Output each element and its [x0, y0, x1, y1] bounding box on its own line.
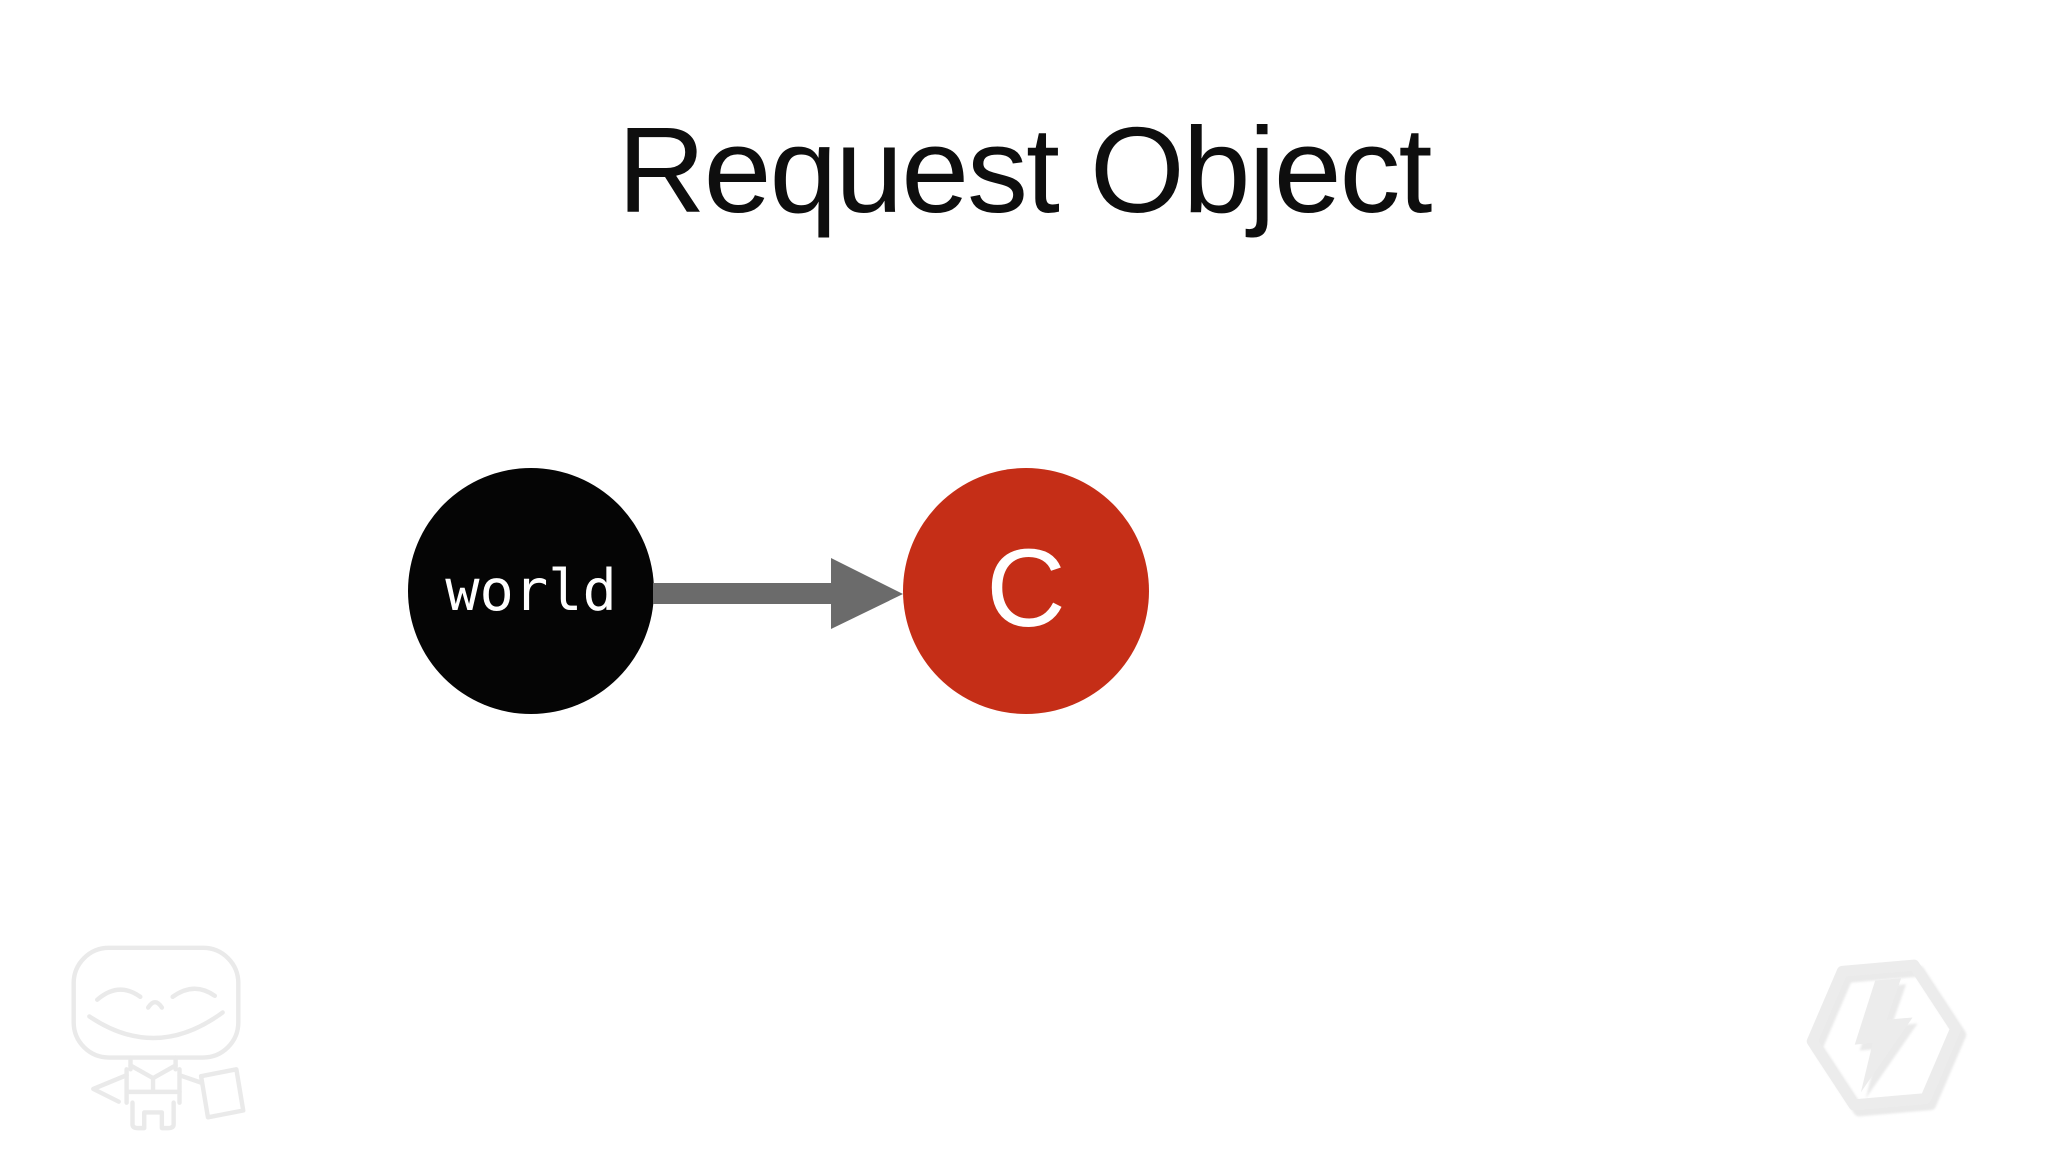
smiling-robot-mascot-icon	[71, 945, 246, 1131]
node-c: C	[903, 468, 1149, 714]
node-c-label: C	[986, 527, 1066, 650]
hexagon-lightning-bolt-icon	[1806, 959, 1962, 1111]
node-world: world	[408, 468, 654, 714]
node-world-label: world	[445, 557, 617, 624]
arrow-connector-icon	[653, 558, 903, 629]
slide-title: Request Object	[617, 102, 1433, 238]
